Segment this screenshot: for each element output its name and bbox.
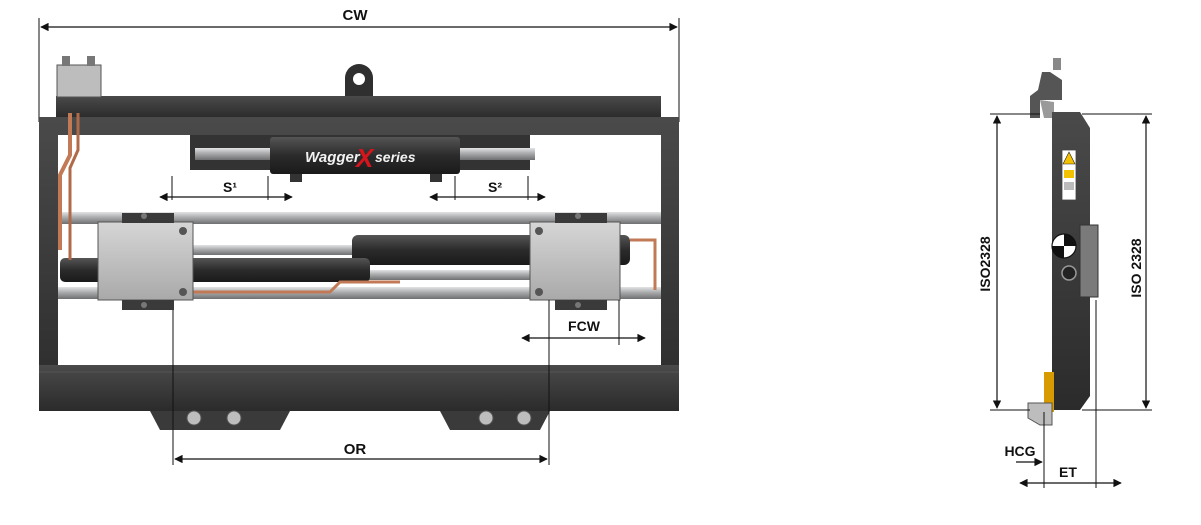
hose-fitting	[56, 64, 102, 98]
fork-hook-left	[150, 411, 290, 430]
fork-hook-right	[440, 411, 550, 430]
front-view: CW Wagger X series	[38, 7, 680, 465]
main-cylinder	[270, 137, 460, 174]
svg-text:X: X	[354, 143, 375, 173]
et-label: ET	[1059, 464, 1077, 480]
s1-label: S¹	[223, 179, 237, 195]
fork-carriage-right	[529, 213, 621, 310]
top-bar	[56, 96, 661, 118]
cw-label: CW	[343, 7, 369, 24]
side-view: ISO2328 ISO 2328 HCG ET	[977, 58, 1152, 488]
or-label: OR	[344, 441, 367, 458]
svg-text:series: series	[375, 149, 416, 165]
s2-label: S²	[488, 179, 502, 195]
iso-right-label: ISO 2328	[1128, 238, 1144, 297]
fork-carriage-left	[97, 213, 194, 310]
hcg-label: HCG	[1004, 443, 1035, 459]
wagger-xseries-logo: Wagger X series	[305, 143, 416, 173]
side-plate	[1052, 112, 1090, 410]
iso-left-label: ISO2328	[977, 236, 993, 291]
fcw-label: FCW	[568, 318, 601, 334]
svg-text:Wagger: Wagger	[305, 149, 361, 166]
